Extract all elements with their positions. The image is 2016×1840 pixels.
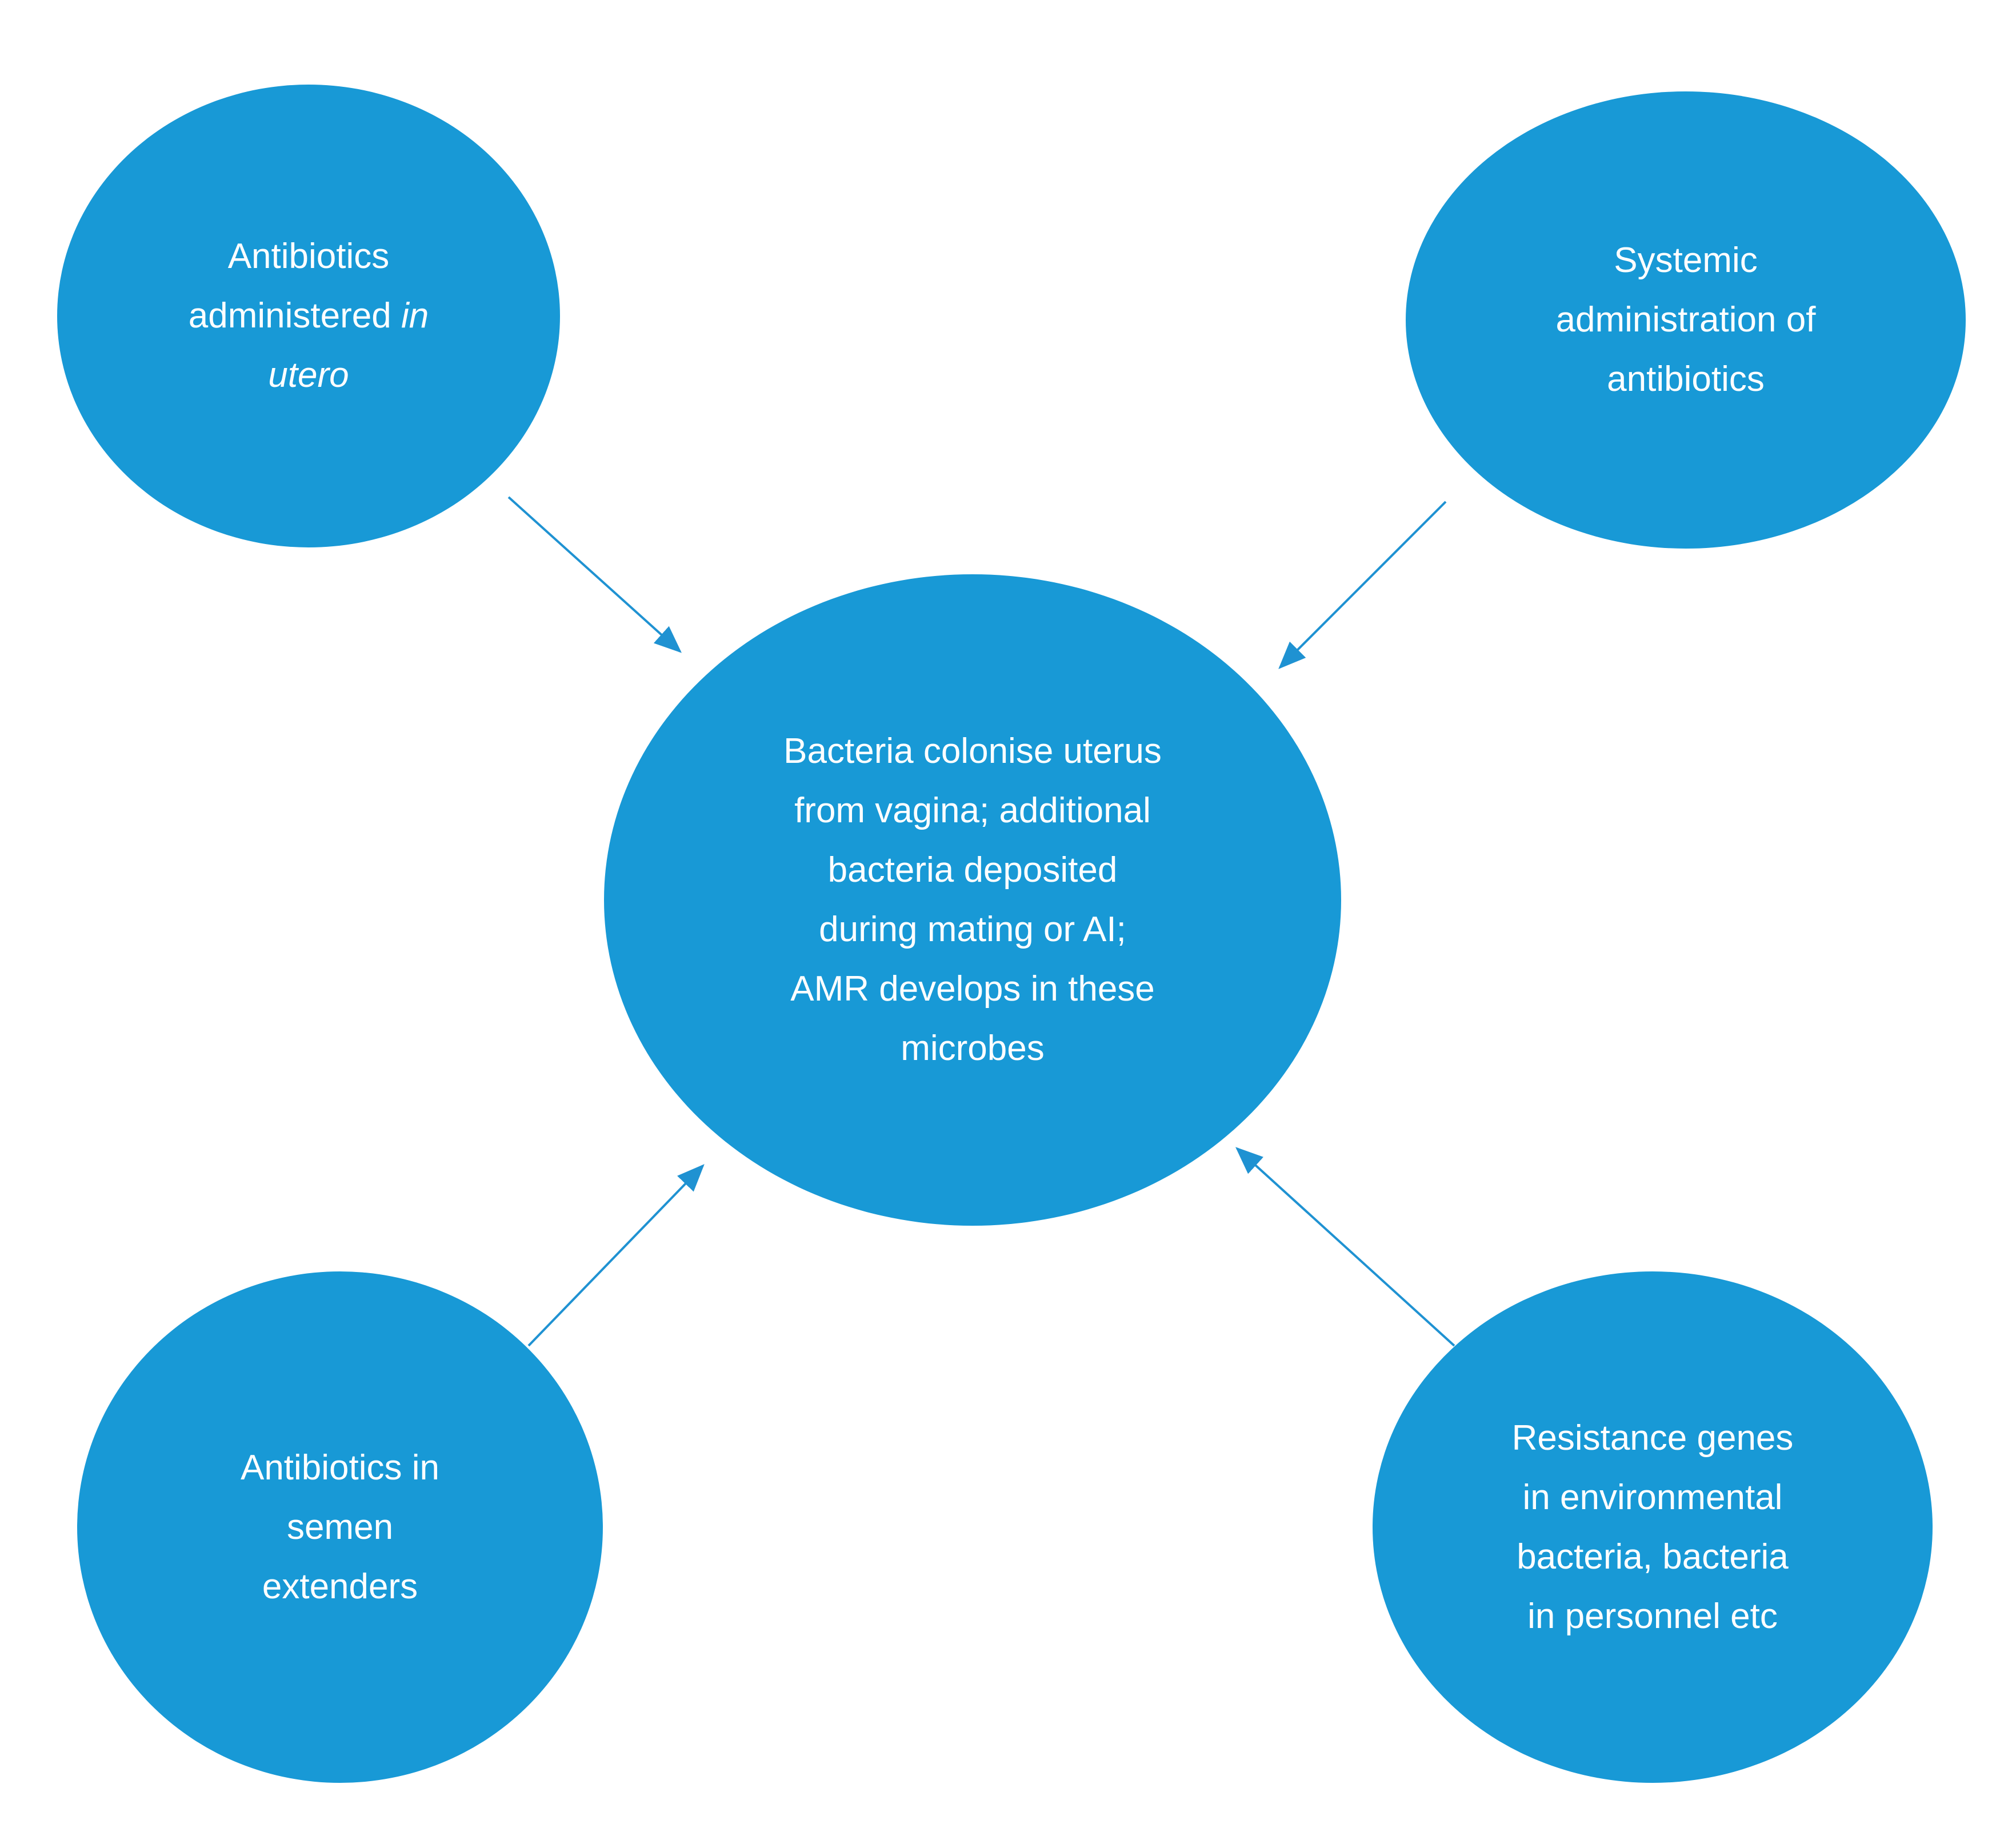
label-line: administered in — [189, 286, 429, 346]
node-label: Bacteria colonise uterus from vagina; ad… — [783, 722, 1162, 1078]
label-line: microbes — [901, 1029, 1045, 1068]
label-line: Antibiotics in — [240, 1447, 440, 1487]
node-label: Antibiotics in semen extenders — [241, 1438, 439, 1617]
label-line: Systemic — [1614, 241, 1758, 280]
label-italic-text: in — [401, 296, 429, 335]
label-line: in environmental — [1522, 1477, 1783, 1517]
label-line: Bacteria colonise uterus — [783, 731, 1162, 771]
node-resistance-genes: Resistance genes in environmental bacter… — [1373, 1271, 1933, 1783]
label-text: administered — [188, 296, 391, 335]
node-label: Resistance genes in environmental bacter… — [1512, 1409, 1794, 1646]
node-systemic-administration: Systemic administration of antibiotics — [1406, 91, 1966, 549]
label-line: Antibiotics — [227, 237, 390, 276]
node-antibiotics-in-utero: Antibiotics administered in utero — [57, 85, 560, 547]
label-line: from vagina; additional — [794, 791, 1151, 830]
node-label: Systemic administration of antibiotics — [1556, 231, 1816, 409]
arrow-bottom-right-to-center — [1235, 1147, 1455, 1347]
label-line: administration of — [1555, 300, 1816, 339]
arrow-top-left-to-center — [507, 496, 682, 653]
label-line: AMR develops in these — [790, 969, 1155, 1009]
label-line: extenders — [262, 1566, 418, 1606]
node-bacteria-colonise-uterus: Bacteria colonise uterus from vagina; ad… — [604, 574, 1341, 1226]
label-line: utero — [189, 346, 429, 405]
arrow-bottom-left-to-center — [527, 1164, 705, 1347]
label-line: in personnel etc — [1527, 1596, 1778, 1636]
label-line: during mating or AI; — [819, 910, 1126, 949]
label-line: Resistance genes — [1511, 1418, 1794, 1458]
label-line: bacteria deposited — [827, 850, 1118, 890]
label-line: antibiotics — [1607, 359, 1765, 399]
label-line: semen — [286, 1507, 394, 1547]
node-antibiotics-in-semen-extenders: Antibiotics in semen extenders — [77, 1271, 603, 1783]
arrow-top-right-to-center — [1278, 501, 1447, 669]
label-italic-text: utero — [268, 355, 349, 395]
label-line: bacteria, bacteria — [1517, 1537, 1789, 1577]
node-label: Antibiotics administered in utero — [189, 227, 429, 405]
